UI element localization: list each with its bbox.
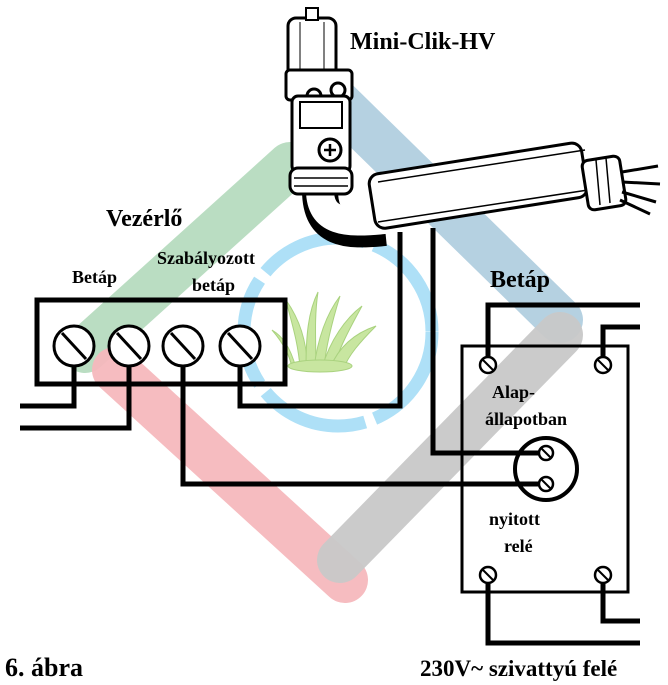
relay-terminal-bottom-left: [478, 565, 498, 585]
relay-coil: [513, 436, 579, 502]
color-bands: [62, 72, 583, 603]
controller-box: [34, 297, 288, 387]
relay-state-label-line1: Alap-: [492, 382, 535, 402]
rain-sensor: [284, 7, 661, 248]
gray-band: [317, 312, 583, 583]
wire-sensor-to-coil: [430, 228, 540, 456]
grass-icon: [271, 291, 377, 373]
terminal-screw-1: [52, 324, 96, 368]
controller-power-label: Betáp: [72, 267, 117, 287]
terminal-screw-2: [107, 324, 151, 368]
relay-type-label-line2: relé: [504, 536, 533, 556]
controller-label: Vezérlő: [106, 206, 182, 232]
wire-sensor-to-terminal4: [237, 232, 403, 409]
wire-mains-in-2: [600, 324, 640, 358]
relay-terminal-top-left: [478, 355, 498, 375]
wire-power-1: [20, 366, 77, 409]
wire-pump-out-1: [485, 582, 640, 646]
relay-state-label-line2: állapotban: [485, 409, 567, 429]
relay-power-label: Betáp: [490, 267, 550, 293]
green-band: [62, 142, 313, 373]
relay-type-label-line1: nyitott: [489, 509, 540, 529]
regulated-power-label-line1: Szabályozott: [157, 248, 255, 268]
relay-terminal-top-right: [593, 355, 613, 375]
wire-pump-out-2: [600, 582, 640, 624]
figure-label: 6. ábra: [5, 653, 83, 682]
red-band: [92, 347, 368, 603]
wire-mains-in-1: [485, 302, 640, 358]
pump-label: 230V~ szivattyú felé: [420, 656, 617, 681]
terminal-screw-4: [218, 324, 262, 368]
wire-regulated-to-coil: [180, 366, 540, 487]
wires: [20, 228, 640, 646]
regulated-power-label-line2: betáp: [192, 275, 235, 295]
wire-power-2: [20, 366, 132, 431]
sensor-label: Mini-Clik-HV: [350, 29, 496, 55]
terminal-screw-3: [161, 324, 205, 368]
relay-terminal-bottom-right: [593, 565, 613, 585]
